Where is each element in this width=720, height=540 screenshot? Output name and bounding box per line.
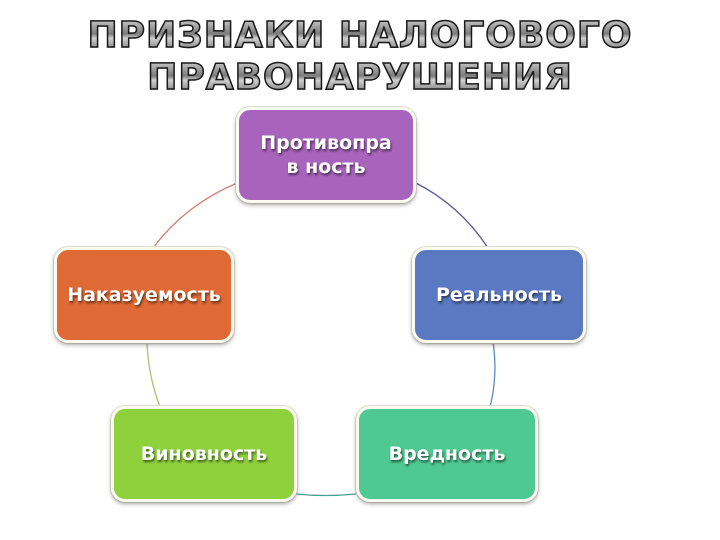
connector-realnost-vrednost [489, 341, 496, 408]
connector-nakazuemost-protivopravnost [152, 182, 238, 249]
connector-vrednost-vinovnost [295, 493, 357, 497]
node-label: Виновность [140, 443, 268, 465]
node-nakazuemost: Наказуемость [54, 247, 234, 343]
node-protivopravnost: Противоправ ность [236, 107, 416, 203]
connector-vinovnost-nakazuemost [146, 341, 161, 408]
node-vrednost: Вредность [356, 406, 538, 502]
title-line-1: ПРИЗНАКИ НАЛОГОВОГО [0, 14, 720, 58]
node-label: Наказуемость [67, 284, 221, 306]
node-label: Вредность [388, 443, 506, 465]
title-line-2: ПРАВОНАРУШЕНИЯ [0, 56, 720, 100]
node-label: Противоправ ность [260, 132, 392, 178]
node-label: Реальность [435, 284, 563, 306]
node-realnost: Реальность [412, 247, 586, 343]
node-vinovnost: Виновность [111, 406, 297, 502]
connector-protivopravnost-realnost [413, 181, 489, 249]
